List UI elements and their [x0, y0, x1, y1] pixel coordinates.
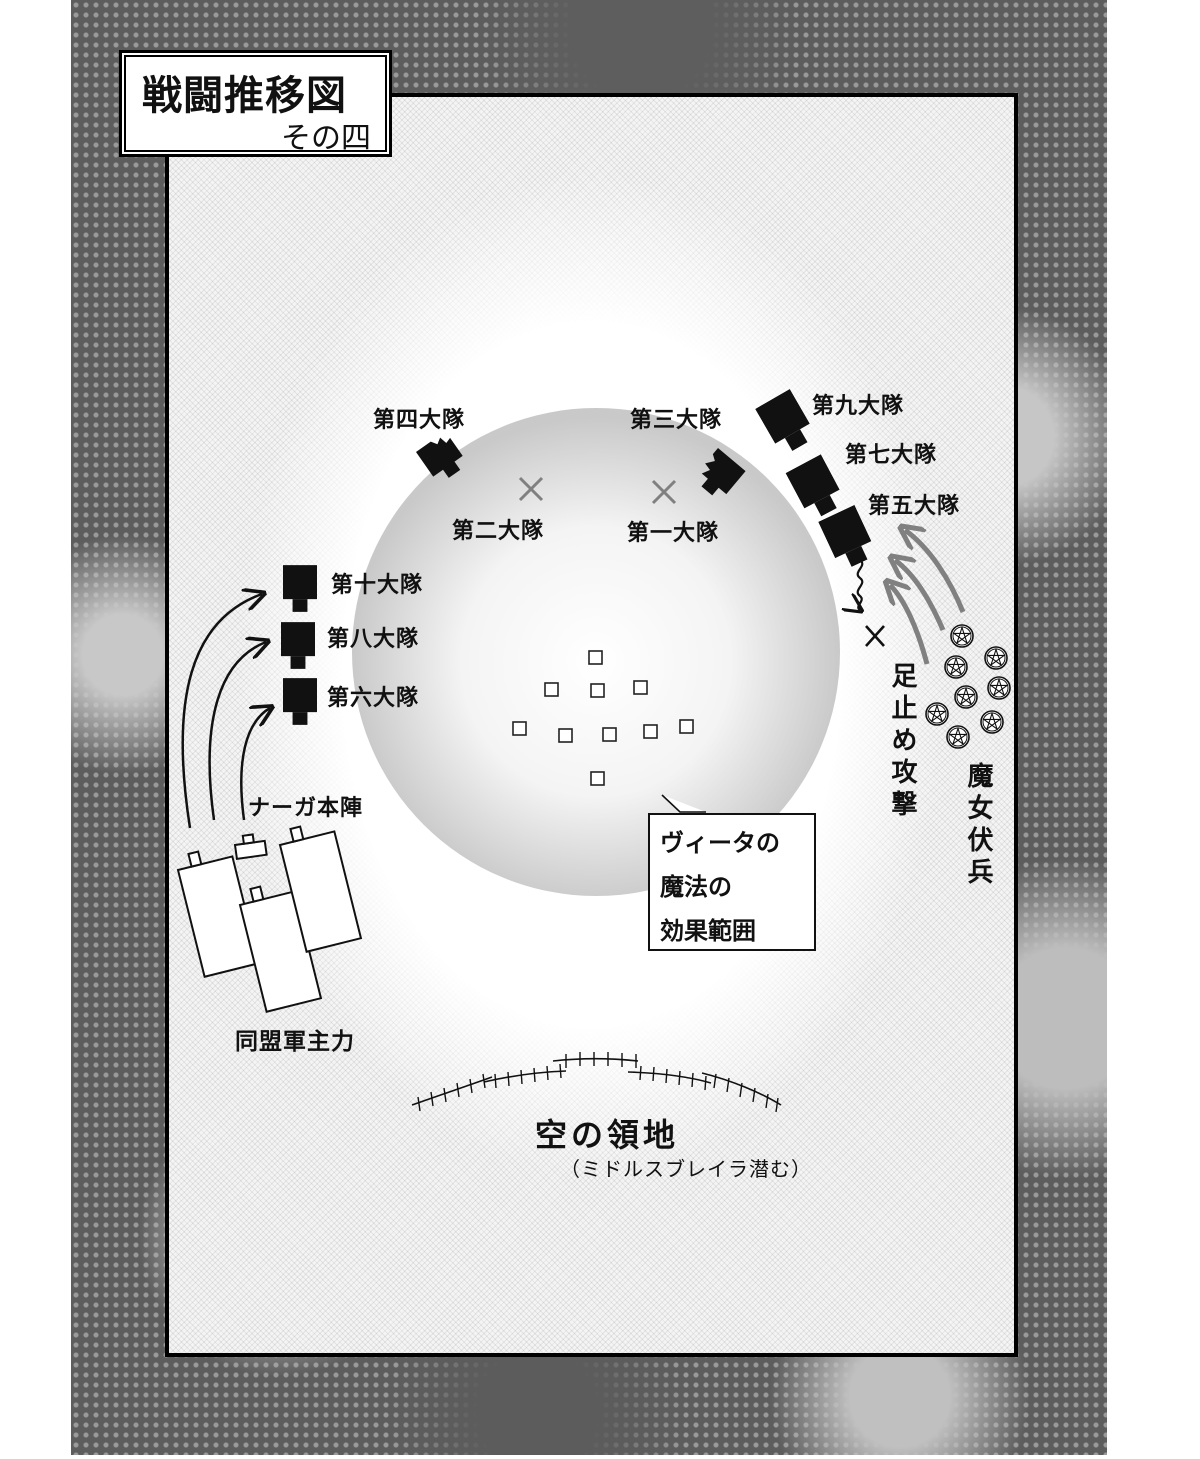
callout-line-3: 効果範囲: [660, 917, 756, 945]
unit-label-first: 第一大隊: [627, 521, 720, 546]
map-panel: [165, 93, 1018, 1357]
unit-icon-group-left: [281, 565, 317, 725]
unit-label-fifth: 第五大隊: [868, 494, 961, 519]
center-unit-squares: [512, 650, 694, 786]
allied-army-icon-group: [176, 825, 363, 1013]
unit-label-eighth: 第八大隊: [327, 627, 420, 652]
unit-label-fourth: 第四大隊: [373, 408, 466, 433]
page-subtitle: その四: [281, 121, 371, 156]
unit-label-second: 第二大隊: [452, 519, 545, 544]
unit-label-third: 第三大隊: [630, 408, 723, 433]
witch-ambush-label: 魔女伏兵: [963, 762, 993, 890]
damaged-unit-icon: [416, 437, 746, 496]
unit-label-ninth: 第九大隊: [812, 394, 905, 419]
witch-attack-arrow-icon: [890, 530, 966, 665]
callout-pointer: [661, 794, 706, 813]
sky-territory-note: （ミドルスブレイラ潜む）: [560, 1157, 812, 1181]
unit-label-tenth: 第十大隊: [331, 573, 424, 598]
pinning-attack-label: 足止め攻撃: [887, 662, 917, 822]
witch-pentacle-icon-group: [925, 624, 1011, 749]
title-box: 戦闘推移図 その四: [119, 50, 392, 157]
callout-line-2: 魔法の: [660, 873, 732, 901]
sky-territory-boundary: [411, 1052, 782, 1113]
unit-label-seventh: 第七大隊: [845, 443, 938, 468]
page-title: 戦闘推移図: [142, 73, 347, 119]
sky-territory-label: 空の領地: [535, 1116, 680, 1154]
unit-label-sixth: 第六大隊: [327, 686, 420, 711]
pinning-attack-wave-icon: [858, 559, 863, 610]
magic-area-callout: ヴィータの 魔法の 効果範囲: [648, 813, 816, 951]
callout-line-1: ヴィータの: [660, 829, 780, 857]
destroyed-marker-icon: [518, 476, 677, 505]
pinning-x-icon: [865, 625, 885, 647]
naga-hq-icon: [233, 833, 268, 860]
allied-main-label: 同盟軍主力: [235, 1029, 355, 1055]
naga-hq-label: ナーガ本陣: [248, 796, 364, 821]
advance-arrow-icon: [181, 594, 270, 829]
